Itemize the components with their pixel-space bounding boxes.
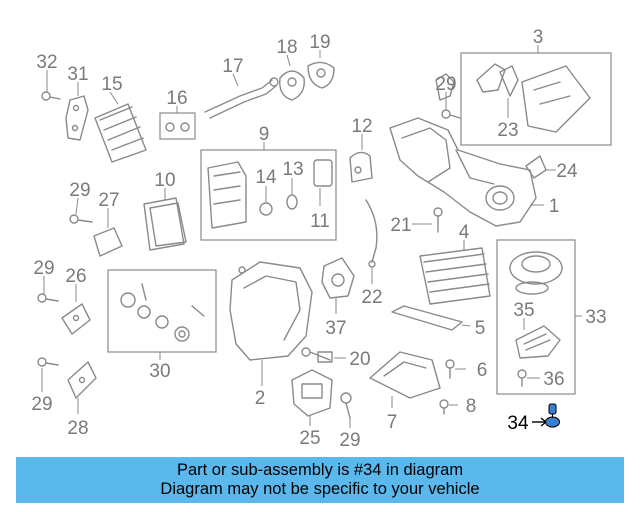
- info-banner: Part or sub-assembly is #34 in diagram D…: [16, 457, 624, 503]
- callout-29-left-3: 29: [31, 394, 52, 415]
- callout-34[interactable]: 34: [507, 413, 529, 434]
- callout-21: 21: [390, 215, 411, 236]
- callout-11: 11: [310, 211, 330, 232]
- callout-35: 35: [513, 300, 534, 321]
- part-37-motor: [321, 257, 355, 314]
- callout-22: 22: [361, 287, 382, 308]
- callout-4: 4: [459, 222, 470, 243]
- part-12-actuator: [349, 134, 373, 183]
- part-7-duct: [369, 351, 441, 408]
- callout-29-left-2: 29: [33, 258, 54, 279]
- callout-10: 10: [154, 170, 175, 191]
- callout-9: 9: [259, 124, 270, 145]
- part-29-bolt-left-3: [37, 357, 59, 392]
- part-group-33: [496, 239, 582, 395]
- callout-36: 36: [543, 369, 564, 390]
- callout-30: 30: [149, 361, 170, 382]
- callout-17: 17: [222, 56, 243, 77]
- callout-7: 7: [387, 412, 398, 433]
- part-17-pipe: [204, 73, 279, 119]
- part-32-bolt: [41, 70, 61, 101]
- callout-14: 14: [255, 167, 277, 188]
- callout-5: 5: [475, 318, 486, 339]
- part-2-lower-housing: [229, 261, 313, 386]
- callout-24: 24: [556, 161, 578, 182]
- callout-3: 3: [533, 27, 544, 48]
- part-group-3: [460, 45, 612, 146]
- part-26-bracket: [61, 284, 91, 335]
- callout-37: 37: [325, 318, 346, 339]
- callout-32: 32: [36, 52, 57, 73]
- callout-29-bottom: 29: [339, 430, 360, 451]
- callout-15: 15: [101, 74, 122, 95]
- callout-16: 16: [166, 88, 187, 109]
- callout-13: 13: [282, 159, 303, 180]
- part-25-module: [291, 369, 333, 426]
- callout-25: 25: [299, 428, 320, 449]
- callout-27: 27: [98, 190, 119, 211]
- callout-6: 6: [477, 360, 488, 381]
- callout-33: 33: [585, 307, 606, 328]
- part-29-bolt-top: [441, 92, 461, 119]
- part-16-clips: [159, 106, 196, 140]
- callout-20: 20: [349, 349, 370, 370]
- part-34-highlighted-screw[interactable]: [532, 403, 560, 428]
- part-31-bracket: [65, 82, 89, 141]
- banner-line-1: Part or sub-assembly is #34 in diagram: [176, 461, 464, 479]
- part-group-9: [200, 142, 337, 241]
- callout-12: 12: [351, 116, 372, 137]
- part-29-bolt-bottom: [340, 392, 352, 428]
- part-27-bracket: [93, 208, 123, 257]
- callout-18: 18: [276, 37, 297, 58]
- part-1-heater-housing: [389, 73, 544, 227]
- callout-2: 2: [255, 388, 266, 409]
- callout-1: 1: [549, 196, 560, 217]
- callout-26: 26: [65, 266, 86, 287]
- part-29-bolt-left-2: [37, 276, 59, 303]
- part-10-filter: [143, 188, 187, 251]
- part-29-bolt-left-1: [69, 197, 93, 224]
- callout-29-top: 29: [435, 74, 456, 95]
- part-4-filter: [419, 240, 491, 305]
- part-group-30: [107, 269, 217, 360]
- callout-19: 19: [309, 32, 330, 53]
- part-5-seal: [391, 305, 471, 331]
- part-28-bracket: [67, 361, 97, 414]
- callout-23: 23: [497, 120, 518, 141]
- part-24-clip: [525, 155, 556, 179]
- callout-8: 8: [466, 396, 477, 417]
- part-18-gasket: [279, 54, 305, 101]
- part-19-gasket: [307, 50, 335, 89]
- part-21-screw: [412, 207, 443, 233]
- banner-line-2: Diagram may not be specific to your vehi…: [160, 480, 480, 498]
- callout-31: 31: [67, 64, 88, 85]
- part-20-sensor: [301, 347, 346, 363]
- exploded-parts-diagram: 3 23 32 31 15 16 17 18 1: [31, 27, 612, 451]
- part-15-evaporator: [94, 91, 147, 163]
- part-22-hose: [365, 199, 378, 284]
- callout-29-left-1: 29: [69, 180, 90, 201]
- part-6-screw: [445, 359, 466, 379]
- part-8-screw: [439, 399, 458, 415]
- callout-28: 28: [67, 418, 88, 439]
